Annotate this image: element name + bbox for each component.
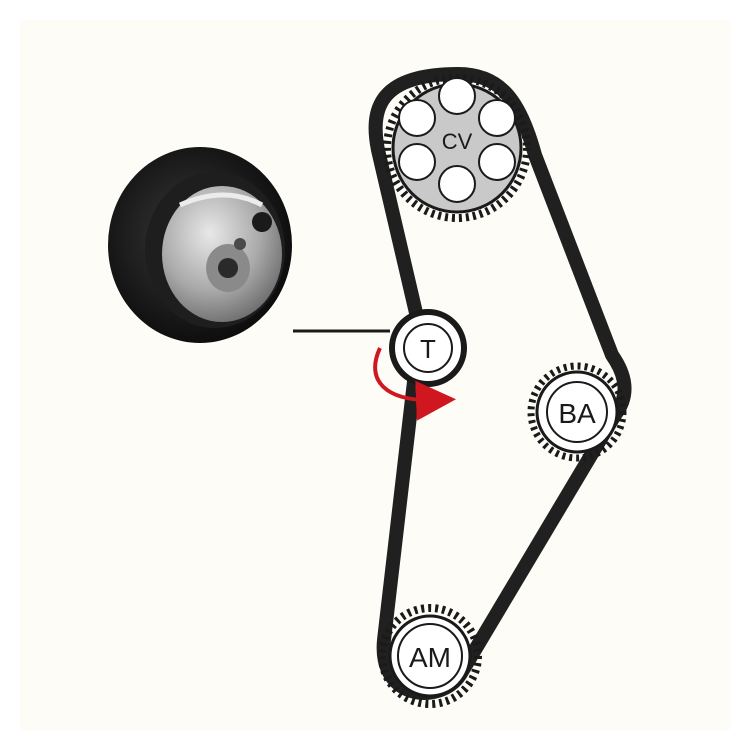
am-pulley: AM (378, 604, 482, 708)
t-label: T (420, 334, 436, 364)
ba-label: BA (558, 398, 596, 429)
star-hub-icon (252, 212, 272, 232)
am-label: AM (409, 642, 451, 673)
curved-arrow-icon (373, 347, 456, 421)
ba-pulley: BA (527, 362, 627, 462)
cv-label: CV (442, 129, 473, 154)
tensioner-pulley-photo (108, 147, 292, 343)
t-pulley: T (389, 309, 467, 387)
cv-pulley: CV (383, 74, 531, 222)
